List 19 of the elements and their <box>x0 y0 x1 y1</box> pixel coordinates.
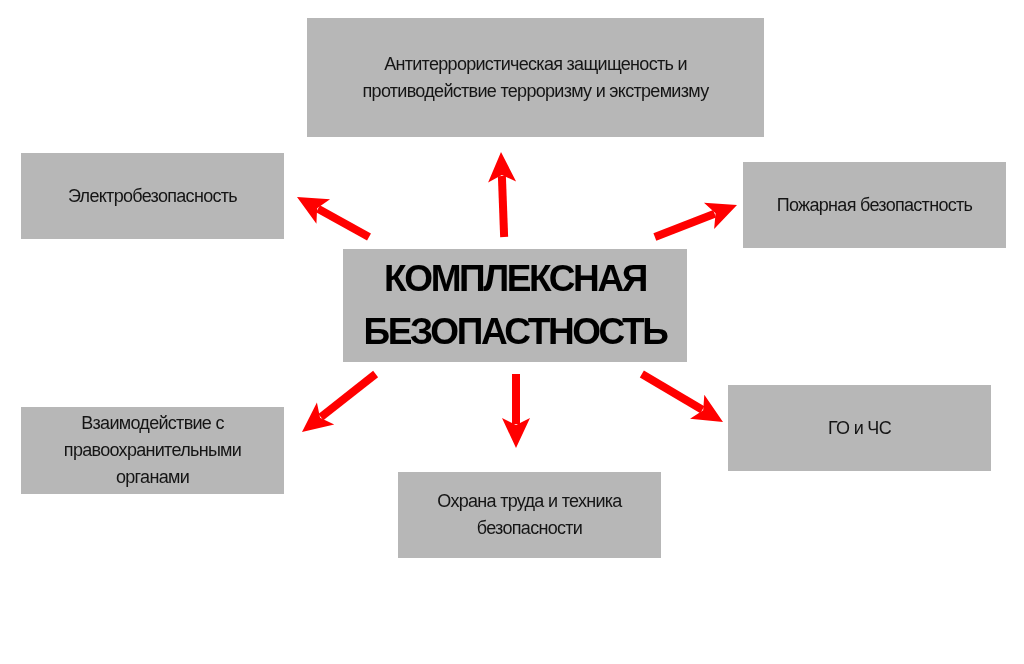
topic-box <box>307 18 764 137</box>
topic-label: Пожарная безопастность <box>776 193 973 217</box>
arrow <box>639 370 723 422</box>
topic-label: ГО и ЧС <box>828 416 891 440</box>
topic-label: Взаимодействие с правоохранительными органами <box>62 412 243 489</box>
topic-label: Охрана труда и техника безопасности <box>436 490 624 540</box>
central-box <box>343 249 687 362</box>
arrow <box>302 370 379 432</box>
topic-label: Электробезопасность <box>68 184 237 208</box>
topic-box <box>398 472 661 558</box>
topic-box <box>743 162 1006 248</box>
arrow <box>488 152 517 238</box>
topic-label: Антитеррористическая защищеность и противодействие терроризму и экстремизму <box>361 52 710 103</box>
arrow <box>297 197 371 241</box>
topic-box <box>21 153 284 239</box>
central-title: КОМПЛЕКСНАЯ БЕЗОПАСТНОСТЬ <box>362 256 668 354</box>
arrow <box>653 202 737 241</box>
topic-box <box>728 385 991 471</box>
topic-box <box>21 407 284 494</box>
